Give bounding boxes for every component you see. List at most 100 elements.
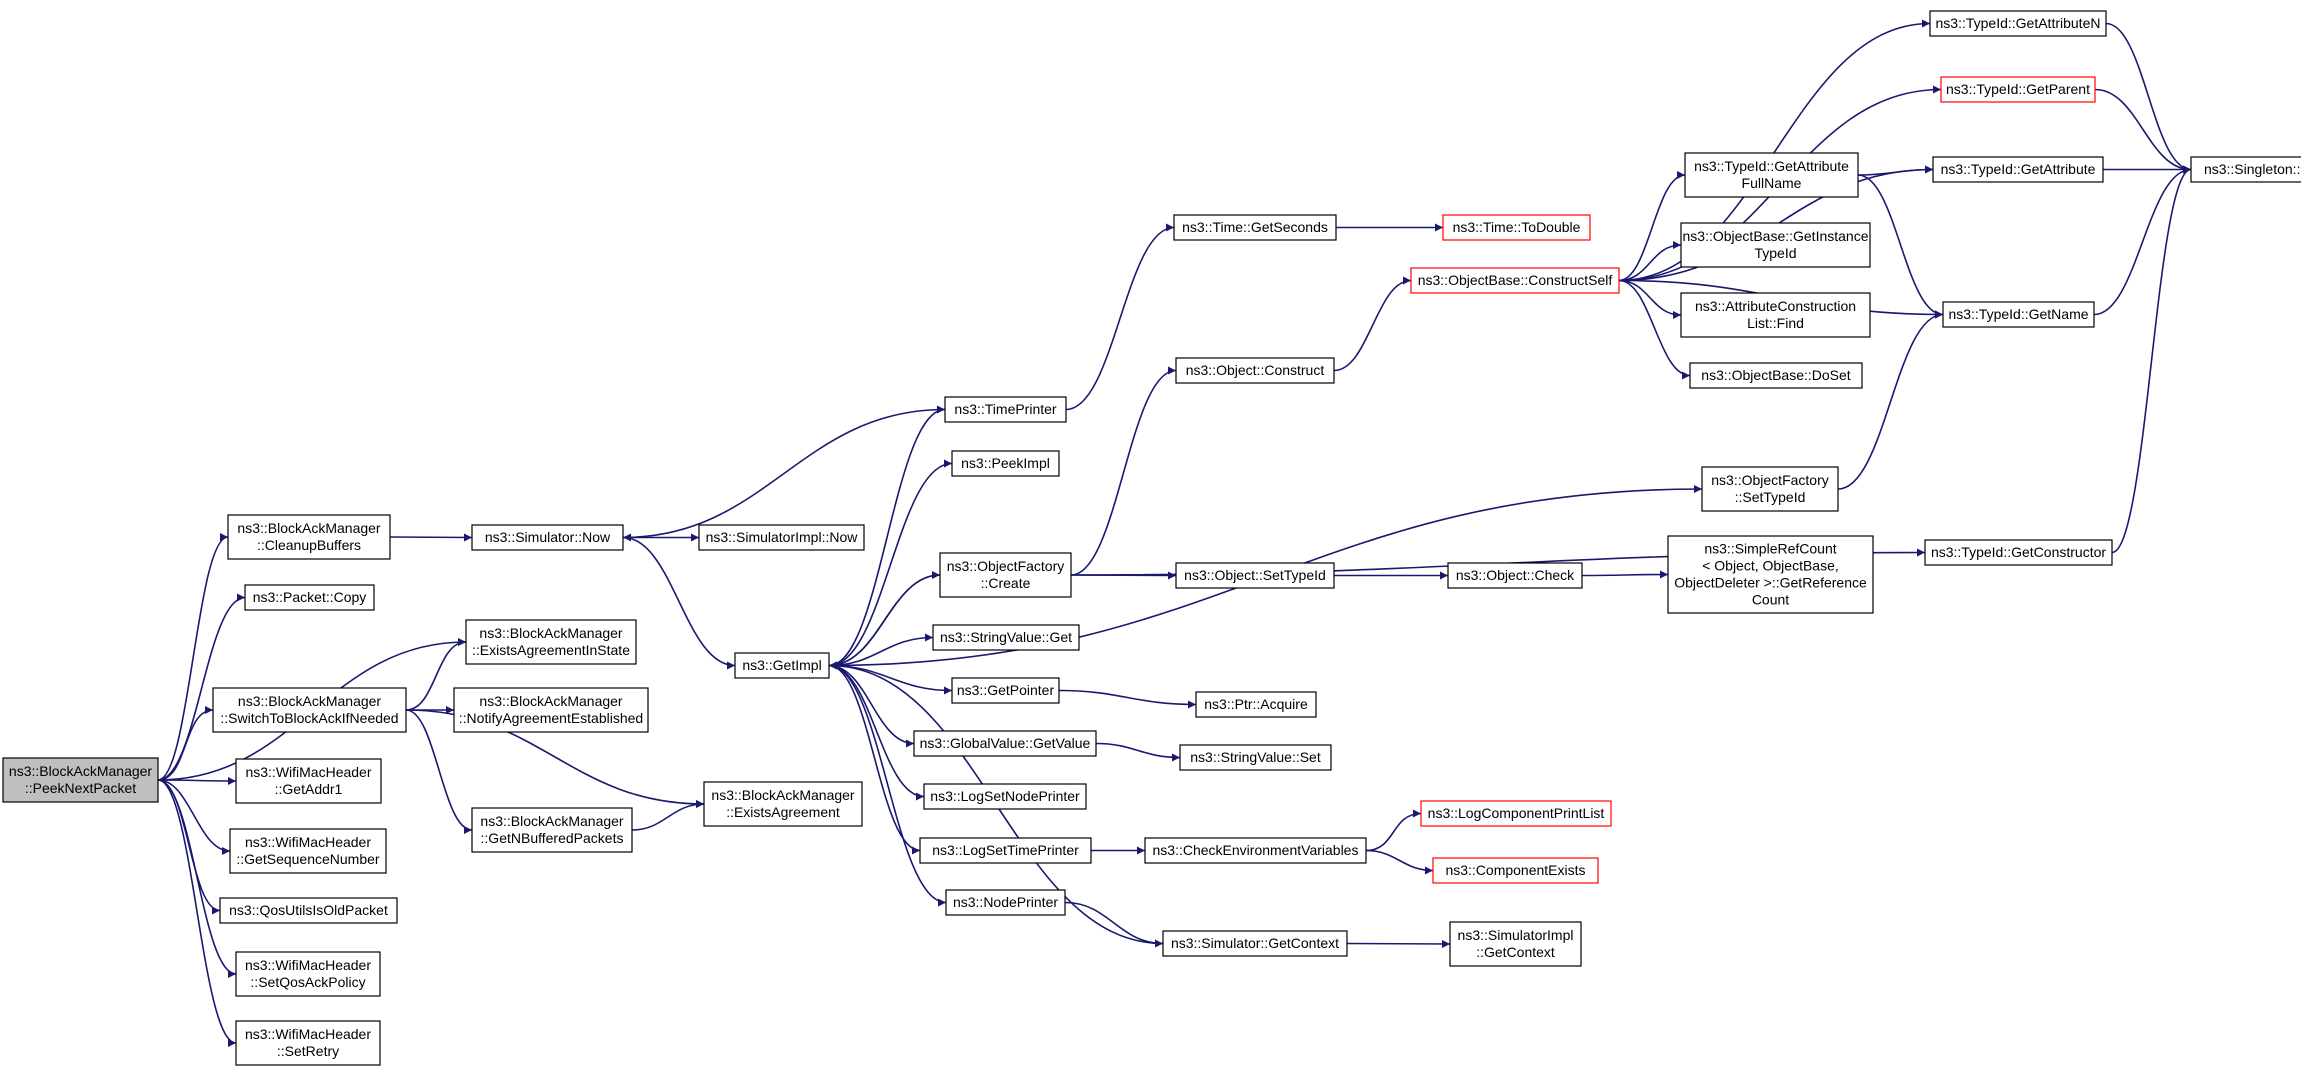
node-box[interactable] [1680,292,1871,338]
node-simimplctx[interactable]: ns3::SimulatorImpl::GetContext [1449,921,1582,967]
node-strget[interactable]: ns3::StringValue::Get [932,624,1080,651]
node-ofcreate[interactable]: ns3::ObjectFactory::Create [939,552,1072,598]
node-exists[interactable]: ns3::BlockAckManager::ExistsAgreement [703,781,863,827]
node-box[interactable] [227,514,391,560]
node-pktcopy[interactable]: ns3::Packet::Copy [244,584,375,611]
node-box[interactable] [1932,156,2104,183]
node-box[interactable] [703,781,863,827]
node-switch[interactable]: ns3::BlockAckManager::SwitchToBlockAckIf… [212,687,407,733]
node-box[interactable] [951,450,1060,477]
node-getattr[interactable]: ns3::TypeId::GetAttribute [1932,156,2104,183]
node-logtime[interactable]: ns3::LogSetTimePrinter [919,837,1092,864]
node-setretry[interactable]: ns3::WifiMacHeader::SetRetry [235,1020,381,1066]
node-getparent[interactable]: ns3::TypeId::GetParent [1940,76,2096,103]
node-singleton[interactable]: ns3::Singleton::Get [2190,156,2301,183]
node-peekimpl[interactable]: ns3::PeekImpl [951,450,1060,477]
node-ptracq[interactable]: ns3::Ptr::Acquire [1195,691,1317,718]
node-box[interactable] [471,524,624,551]
node-getaddr1[interactable]: ns3::WifiMacHeader::GetAddr1 [235,758,382,804]
node-box[interactable] [1684,152,1859,198]
node-getseconds[interactable]: ns3::Time::GetSeconds [1173,214,1337,241]
node-box[interactable] [1410,267,1620,294]
node-box[interactable] [1173,214,1337,241]
node-box[interactable] [2190,156,2301,183]
node-box[interactable] [1701,466,1839,512]
node-box[interactable] [1144,837,1367,864]
node-box[interactable] [1175,357,1335,384]
node-compexists[interactable]: ns3::ComponentExists [1432,857,1599,884]
node-logprint[interactable]: ns3::LogComponentPrintList [1420,800,1612,827]
node-objcheck[interactable]: ns3::Object::Check [1447,562,1583,589]
node-refcount[interactable]: ns3::SimpleRefCount< Object, ObjectBase,… [1667,535,1874,614]
node-box[interactable] [923,783,1087,810]
node-simimplnow[interactable]: ns3::SimulatorImpl::Now [698,524,865,551]
node-box[interactable] [1175,562,1335,589]
node-ofsettypeid[interactable]: ns3::ObjectFactory::SetTypeId [1701,466,1839,512]
node-gvget[interactable]: ns3::GlobalValue::GetValue [913,730,1097,757]
node-box[interactable] [219,897,398,924]
node-notify[interactable]: ns3::BlockAckManager::NotifyAgreementEst… [453,687,649,733]
node-box[interactable] [945,889,1066,916]
node-box[interactable] [1447,562,1583,589]
node-box[interactable] [212,687,407,733]
node-box[interactable] [1420,800,1612,827]
node-getnbuf[interactable]: ns3::BlockAckManager::GetNBufferedPacket… [471,807,633,853]
node-box[interactable] [235,951,381,997]
node-box[interactable] [1442,214,1591,241]
node-box[interactable] [1929,10,2107,37]
node-box[interactable] [1179,744,1332,771]
node-simnow[interactable]: ns3::Simulator::Now [471,524,624,551]
node-box[interactable] [1162,930,1348,957]
node-getseq[interactable]: ns3::WifiMacHeader::GetSequenceNumber [229,828,387,874]
node-setqos[interactable]: ns3::WifiMacHeader::SetQosAckPolicy [235,951,381,997]
node-doset[interactable]: ns3::ObjectBase::DoSet [1689,362,1863,389]
node-box[interactable] [1940,76,2096,103]
node-box[interactable] [235,758,382,804]
node-box[interactable] [951,677,1060,704]
node-checkenv[interactable]: ns3::CheckEnvironmentVariables [1144,837,1367,864]
node-existsstate[interactable]: ns3::BlockAckManager::ExistsAgreementInS… [465,619,637,665]
node-box[interactable] [1432,857,1599,884]
node-box[interactable] [1195,691,1317,718]
node-box[interactable] [229,828,387,874]
node-getctor[interactable]: ns3::TypeId::GetConstructor [1924,539,2113,566]
node-root[interactable]: ns3::BlockAckManager::PeekNextPacket [2,757,159,803]
node-getimpl[interactable]: ns3::GetImpl [734,652,830,679]
node-getname[interactable]: ns3::TypeId::GetName [1942,301,2095,328]
node-box[interactable] [2,757,159,803]
node-box[interactable] [1689,362,1863,389]
node-qosold[interactable]: ns3::QosUtilsIsOldPacket [219,897,398,924]
node-box[interactable] [465,619,637,665]
node-cleanup[interactable]: ns3::BlockAckManager::CleanupBuffers [227,514,391,560]
node-objconstruct[interactable]: ns3::Object::Construct [1175,357,1335,384]
node-box[interactable] [698,524,865,551]
node-todouble[interactable]: ns3::Time::ToDouble [1442,214,1591,241]
node-box[interactable] [471,807,633,853]
node-getattrn[interactable]: ns3::TypeId::GetAttributeN [1929,10,2107,37]
node-box[interactable] [244,584,375,611]
node-constructself[interactable]: ns3::ObjectBase::ConstructSelf [1410,267,1620,294]
node-box[interactable] [1942,301,2095,328]
node-box[interactable] [235,1020,381,1066]
node-nodeprinter[interactable]: ns3::NodePrinter [945,889,1066,916]
node-simctx[interactable]: ns3::Simulator::GetContext [1162,930,1348,957]
node-box[interactable] [1449,921,1582,967]
node-box[interactable] [1924,539,2113,566]
node-box[interactable] [734,652,830,679]
node-timeprinter[interactable]: ns3::TimePrinter [944,396,1067,423]
node-box[interactable] [939,552,1072,598]
node-strset[interactable]: ns3::StringValue::Set [1179,744,1332,771]
node-box[interactable] [913,730,1097,757]
node-box[interactable] [1667,535,1874,614]
node-box[interactable] [944,396,1067,423]
node-box[interactable] [919,837,1092,864]
node-box[interactable] [1680,222,1871,268]
node-getpointer[interactable]: ns3::GetPointer [951,677,1060,704]
node-box[interactable] [453,687,649,733]
node-lognode[interactable]: ns3::LogSetNodePrinter [923,783,1087,810]
node-settypeid[interactable]: ns3::Object::SetTypeId [1175,562,1335,589]
node-box[interactable] [932,624,1080,651]
